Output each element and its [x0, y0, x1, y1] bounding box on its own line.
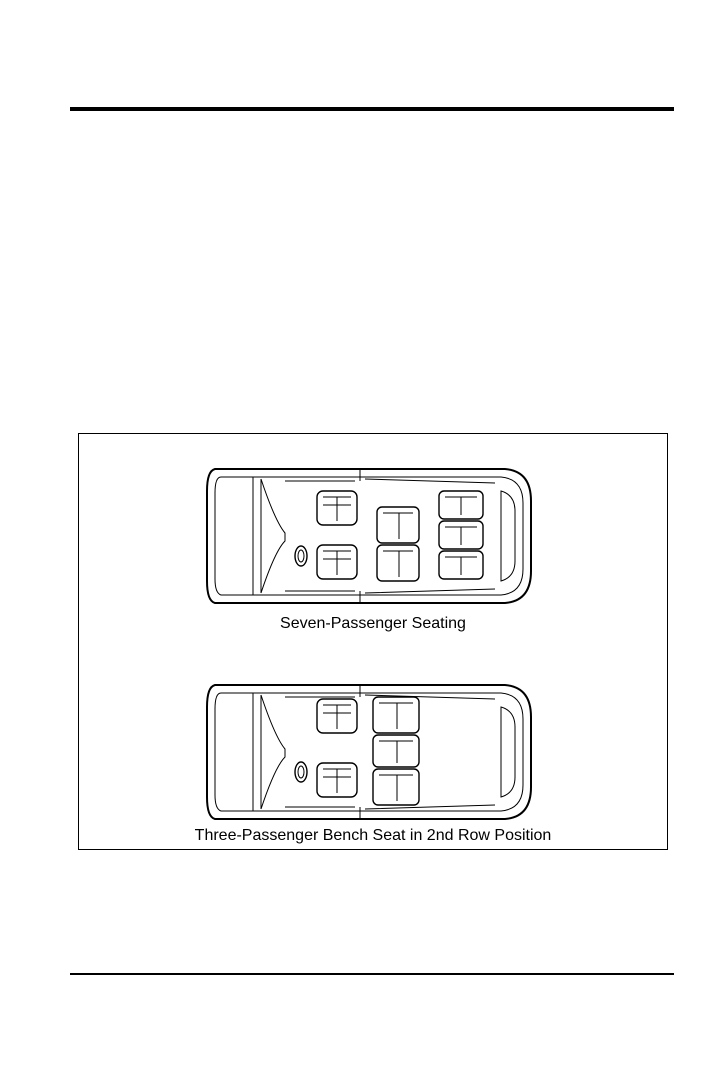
seating-figure: Seven-Passenger Seating Three-Passenger …	[78, 433, 668, 850]
seven-passenger-caption: Seven-Passenger Seating	[79, 615, 667, 633]
seven-passenger-van-illustration	[205, 461, 535, 611]
footer-rule	[70, 973, 674, 975]
header-rule	[70, 107, 674, 111]
three-passenger-bench-van-illustration	[205, 677, 535, 827]
three-passenger-bench-caption: Three-Passenger Bench Seat in 2nd Row Po…	[79, 827, 667, 845]
